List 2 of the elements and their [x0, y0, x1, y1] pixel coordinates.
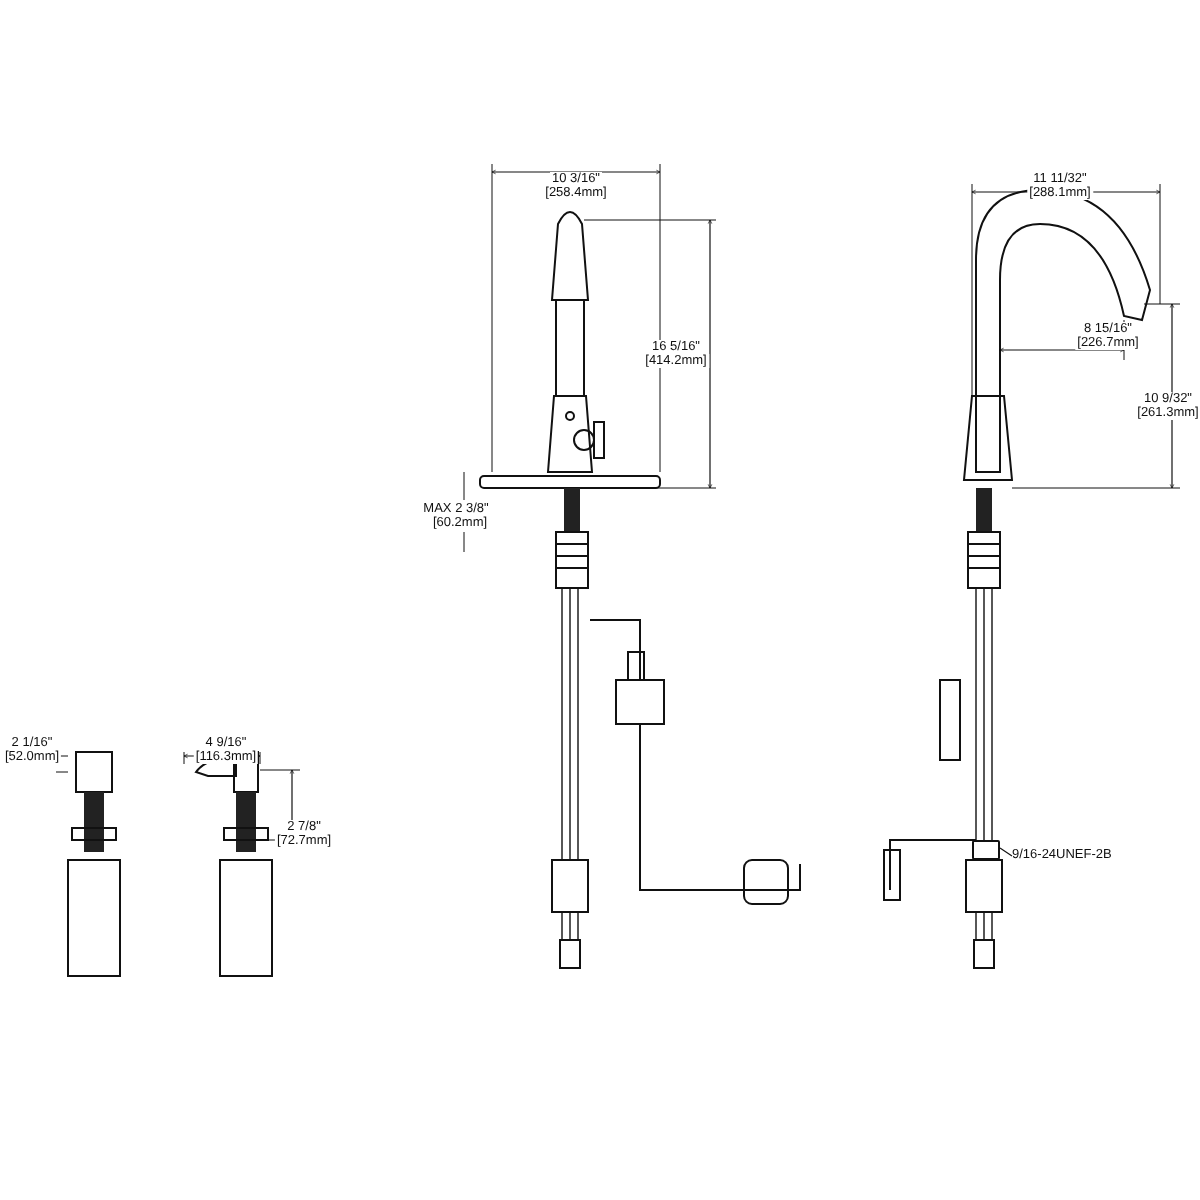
leader-line: [999, 847, 1013, 857]
supply-connector: [972, 840, 1000, 860]
